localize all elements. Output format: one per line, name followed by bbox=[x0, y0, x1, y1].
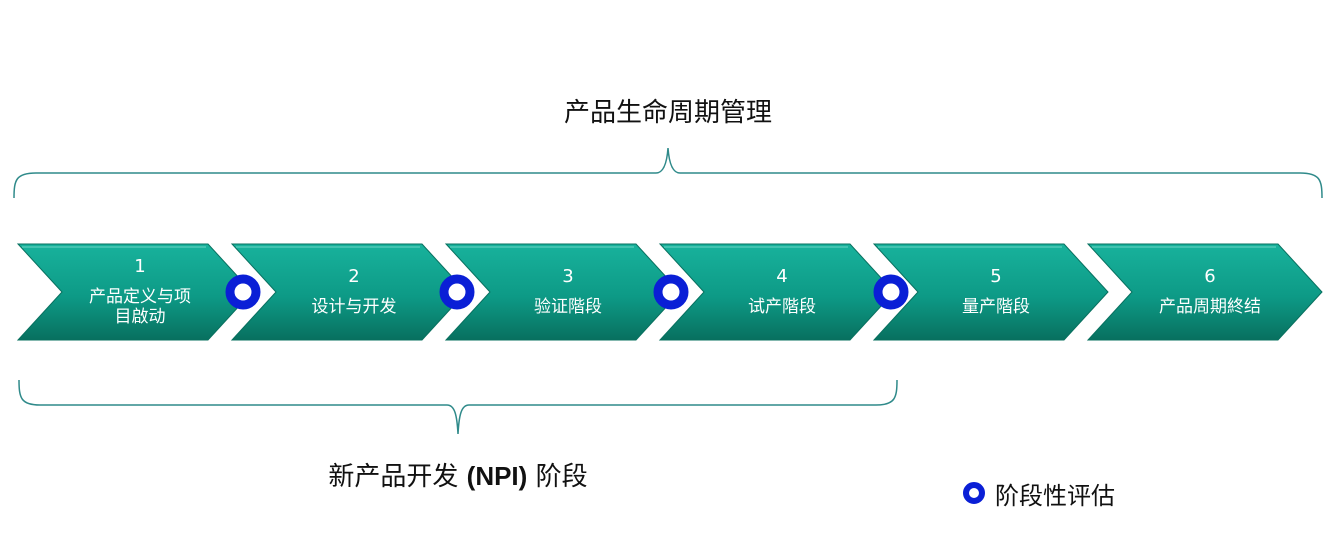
step-chevron-shape bbox=[444, 243, 681, 341]
step-label: 目啟动 bbox=[115, 307, 166, 327]
stage-gate-marker-icon bbox=[225, 274, 261, 310]
step-chevron-shape bbox=[872, 243, 1109, 341]
step-number: 1 bbox=[134, 256, 145, 277]
step-number: 6 bbox=[1204, 266, 1215, 287]
step-chevron-4: 4 试产階段 bbox=[658, 243, 895, 341]
step-number: 3 bbox=[562, 266, 573, 287]
stage-gate-marker-icon bbox=[653, 274, 689, 310]
npi-title-abbrev: (NPI) bbox=[466, 461, 528, 491]
step-chevron-5: 5 量产階段 bbox=[872, 243, 1109, 341]
step-chevron-shape bbox=[1086, 243, 1323, 341]
step-chevron-2: 2 设计与开发 bbox=[230, 243, 467, 341]
step-label: 产品周期終结 bbox=[1159, 297, 1261, 317]
step-chevron-shape bbox=[16, 243, 253, 341]
legend-label: 阶段性评估 bbox=[995, 481, 1115, 510]
stage-gate-marker-icon bbox=[439, 274, 475, 310]
stage-gate-marker-icon bbox=[873, 274, 909, 310]
page-title: 产品生命周期管理 bbox=[563, 98, 772, 128]
step-label: 量产階段 bbox=[962, 297, 1030, 317]
step-label: 产品定义与项 bbox=[89, 287, 191, 307]
npi-title: 新产品开发 (NPI) 阶段 bbox=[19, 456, 897, 493]
step-label: 验证階段 bbox=[534, 297, 602, 317]
step-chevron-shape bbox=[230, 243, 467, 341]
step-number: 2 bbox=[348, 266, 359, 287]
npi-title-suffix: 阶段 bbox=[535, 462, 588, 492]
top-bracket bbox=[13, 147, 1323, 199]
step-number: 4 bbox=[776, 266, 787, 287]
step-label: 设计与开发 bbox=[312, 297, 397, 317]
step-number: 5 bbox=[990, 266, 1001, 287]
npi-bracket bbox=[18, 379, 898, 435]
step-chevron-shape bbox=[658, 243, 895, 341]
legend: 阶段性评估 bbox=[963, 477, 1115, 510]
step-chevron-3: 3 验证階段 bbox=[444, 243, 681, 341]
stage-gate-marker-icon bbox=[963, 482, 985, 504]
step-chevron-6: 6 产品周期終结 bbox=[1086, 243, 1323, 341]
npi-title-label: 新产品开发 bbox=[328, 462, 459, 492]
step-label: 试产階段 bbox=[748, 297, 816, 317]
